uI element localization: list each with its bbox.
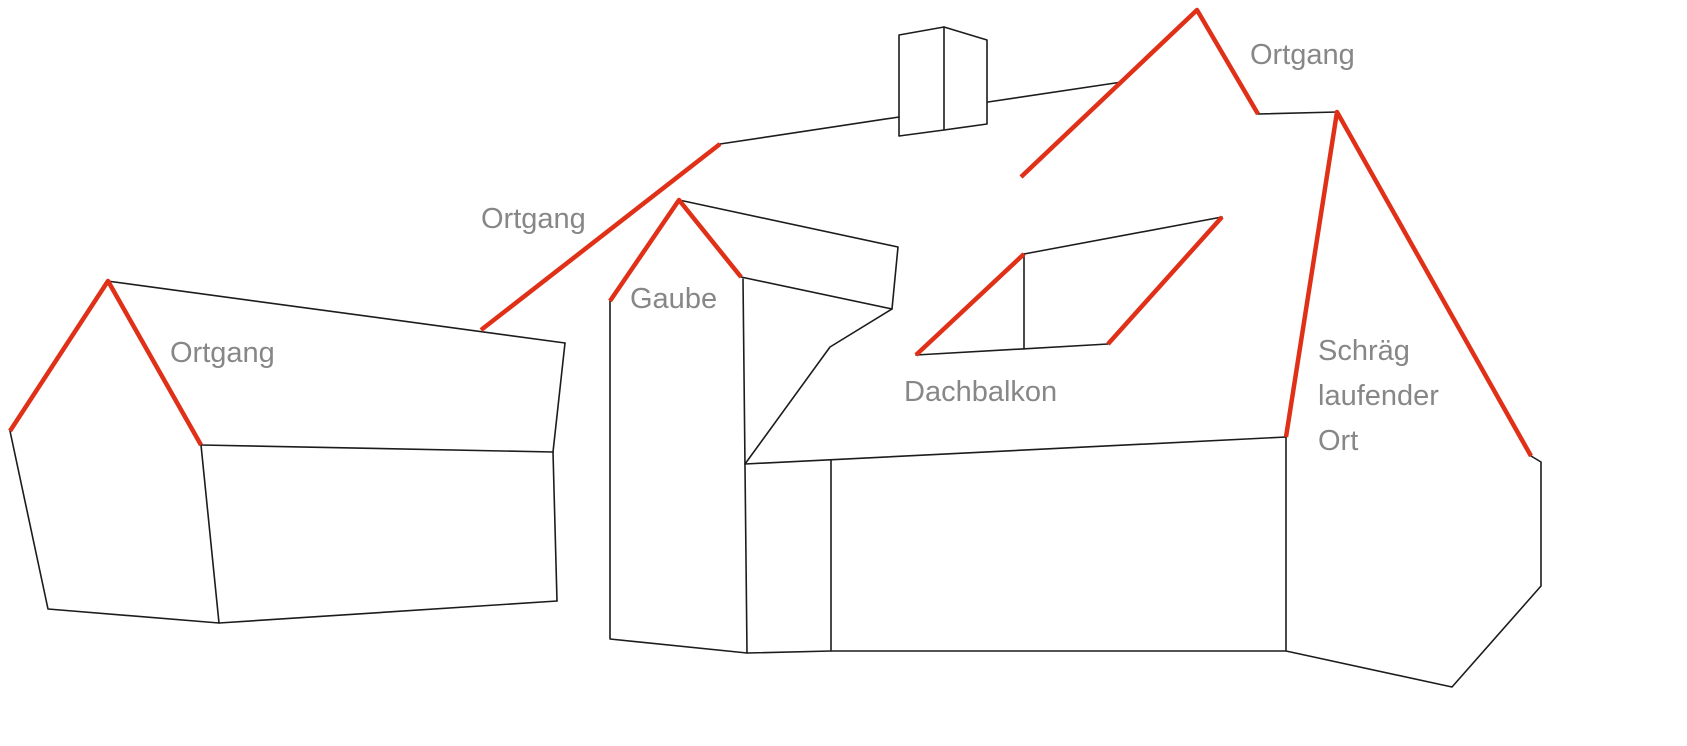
tower-walls: [609, 278, 748, 654]
left-building-gable-wall: [9, 430, 220, 624]
chimney-side: [943, 26, 988, 131]
label-ortgang-top-gable: Ortgang: [1250, 39, 1355, 71]
label-dachbalkon: Dachbalkon: [904, 376, 1058, 408]
house-outline: [9, 26, 1542, 688]
main-ridge-left: [719, 116, 900, 145]
left-building-ridge: [106, 280, 566, 344]
dachbalkon-left-edge: [914, 252, 1026, 357]
verge-edges-right-gable: [1283, 109, 1533, 458]
main-roof-eave: [744, 436, 1287, 465]
verge-edge-main-roof: [479, 142, 722, 332]
label-ortgang-left-building: Ortgang: [170, 337, 275, 369]
verge-edges-left-building: [8, 278, 203, 447]
dachbalkon-right-edge: [1106, 215, 1224, 346]
right-wing-walls: [1285, 436, 1542, 688]
dachbalkon-top-edge: [1023, 216, 1223, 255]
verge-edges-top-gable: [1019, 7, 1260, 179]
left-building-roof-edge: [552, 342, 566, 453]
label-schraeg-line3: Ort: [1318, 425, 1359, 457]
label-schraeg-laufender-ort: Schräg laufender Ort: [1318, 329, 1439, 464]
main-ridge-right: [987, 81, 1123, 103]
front-wall-bottom: [746, 650, 1287, 654]
left-building-corner: [552, 451, 558, 602]
left-building-front-bottom: [218, 600, 558, 624]
dachbalkon-bottom-edge: [915, 343, 1109, 356]
chimney-front: [898, 26, 945, 137]
label-schraeg-line2: laufender: [1318, 380, 1439, 412]
highlight-edges: [8, 7, 1533, 458]
gable-connection: [1257, 111, 1338, 115]
left-building-eave: [200, 444, 554, 453]
gaube-roof-plane: [678, 199, 899, 310]
label-gaube: Gaube: [630, 283, 718, 315]
gaube-valley: [744, 308, 893, 465]
verge-edges-gaube: [608, 197, 743, 303]
label-schraeg-line1: Schräg: [1318, 335, 1410, 367]
label-ortgang-main-roof: Ortgang: [481, 203, 586, 235]
